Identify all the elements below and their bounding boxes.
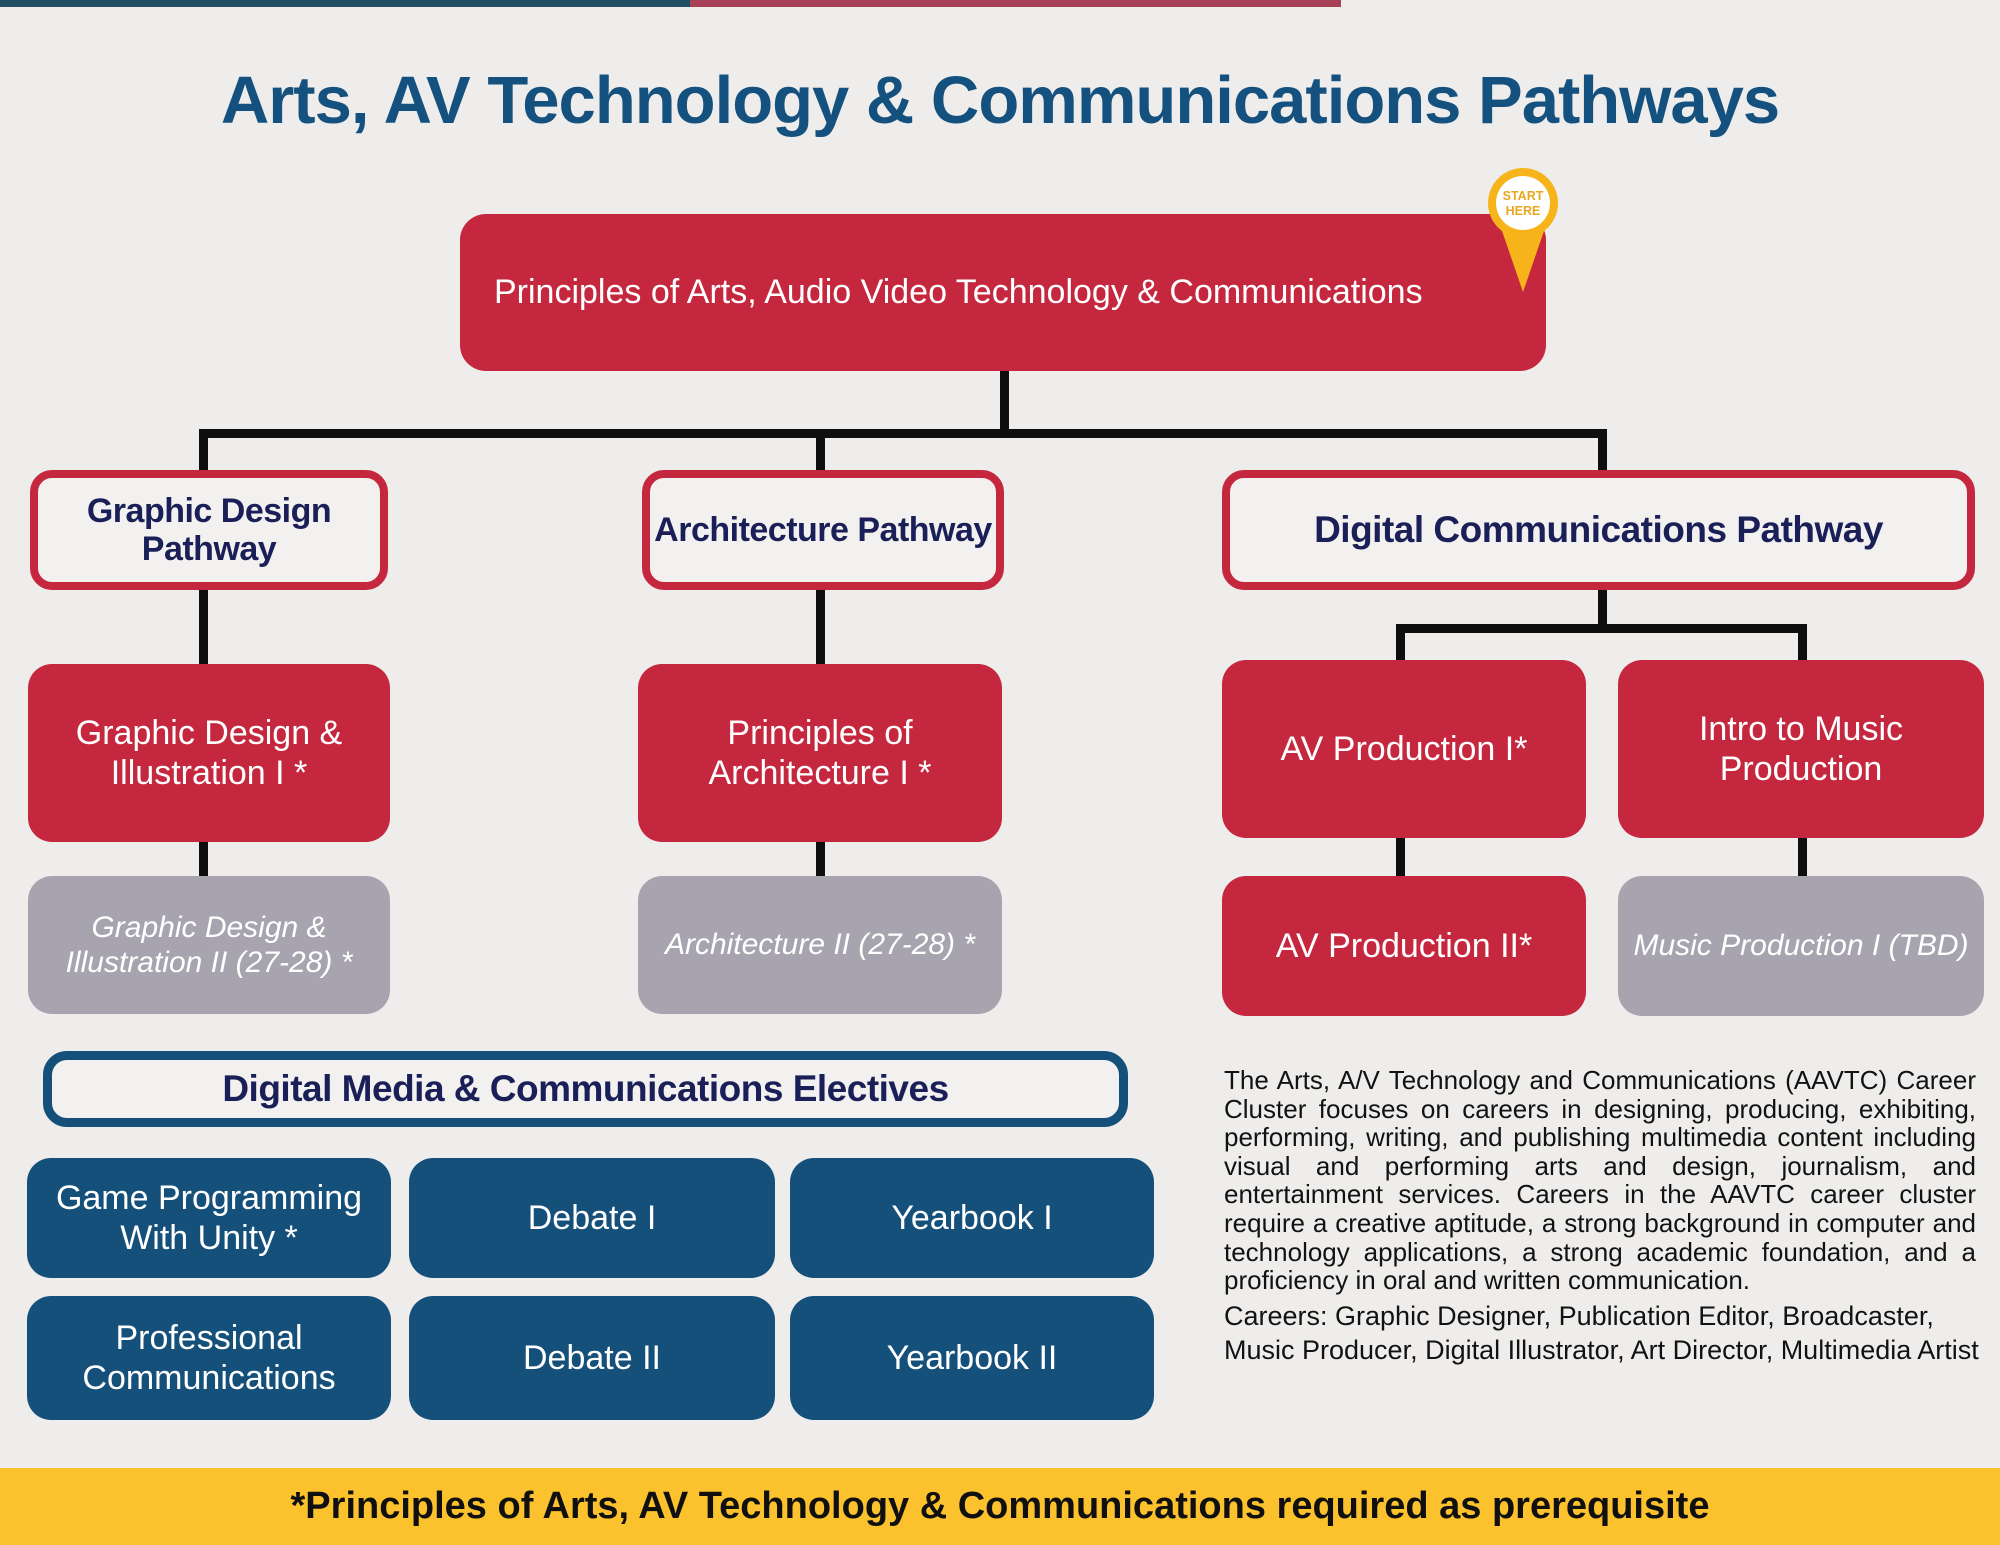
- start-pin-text-line1: START: [1503, 189, 1544, 203]
- elective-label: Yearbook I: [891, 1198, 1053, 1237]
- elective-box-game-programming: Game Programming With Unity *: [27, 1158, 391, 1278]
- elective-box-debate-1: Debate I: [409, 1158, 775, 1278]
- course-box-music-production-1: Music Production I (TBD): [1618, 876, 1984, 1016]
- footer-prerequisite-bar: *Principles of Arts, AV Technology & Com…: [0, 1468, 2000, 1545]
- elective-label: Debate I: [527, 1198, 657, 1237]
- top-strip-right: [690, 0, 1341, 7]
- connector-gd1-to-gd2: [199, 838, 208, 880]
- course-box-architecture-2: Architecture II (27-28) *: [638, 876, 1002, 1014]
- course-box-graphic-design-1: Graphic Design & Illustration I *: [28, 664, 390, 842]
- course-label: AV Production I*: [1280, 729, 1528, 768]
- footer-note: *Principles of Arts, AV Technology & Com…: [290, 1485, 1710, 1527]
- course-label: Principles of Architecture I *: [708, 713, 932, 792]
- elective-box-professional-communications: Professional Communications: [27, 1296, 391, 1420]
- page-title: Arts, AV Technology & Communications Pat…: [220, 63, 1780, 138]
- connector-drop-architecture: [816, 429, 825, 474]
- cluster-description: The Arts, A/V Technology and Communicati…: [1224, 1065, 1976, 1296]
- connector-top-horizontal: [199, 429, 1607, 438]
- elective-label: Debate II: [523, 1338, 661, 1377]
- elective-label: Game Programming With Unity *: [55, 1178, 363, 1257]
- pathway-header-architecture: Architecture Pathway: [642, 470, 1004, 590]
- course-label: Intro to Music Production: [1698, 709, 1904, 788]
- connector-gd-hdr-to-course: [199, 586, 208, 668]
- connector-drop-digital-comm: [1598, 429, 1607, 474]
- careers-line-1: Careers: Graphic Designer, Publication E…: [1224, 1301, 1934, 1331]
- connector-root-stem: [1000, 368, 1009, 433]
- elective-box-yearbook-2: Yearbook II: [790, 1296, 1154, 1420]
- pathway-header-graphic-design: Graphic Design Pathway: [30, 470, 388, 590]
- course-label: Music Production I (TBD): [1633, 929, 1969, 963]
- top-strip-left: [0, 0, 690, 7]
- pathway-header-digital-communications: Digital Communications Pathway: [1222, 470, 1975, 590]
- root-course-label: Principles of Arts, Audio Video Technolo…: [494, 273, 1423, 311]
- electives-header: Digital Media & Communications Electives: [43, 1051, 1128, 1127]
- connector-drop-graphic-design: [199, 429, 208, 474]
- connector-dc-horizontal: [1396, 624, 1807, 633]
- course-label: Architecture II (27-28) *: [664, 928, 976, 962]
- course-label: Graphic Design & Illustration I *: [75, 713, 343, 792]
- elective-label: Professional Communications: [82, 1318, 336, 1397]
- course-box-intro-music-production: Intro to Music Production: [1618, 660, 1984, 838]
- root-course-box: Principles of Arts, Audio Video Technolo…: [460, 214, 1546, 371]
- connector-intro-to-music1: [1798, 834, 1807, 880]
- careers-list: Careers: Graphic Designer, Publication E…: [1224, 1300, 1984, 1368]
- pathway-header-label: Digital Communications Pathway: [1314, 509, 1883, 551]
- connector-drop-music: [1798, 624, 1807, 666]
- start-here-pin-icon: START HERE: [1488, 168, 1558, 292]
- electives-title: Digital Media & Communications Electives: [222, 1068, 949, 1109]
- connector-dc-hdr-stem: [1598, 586, 1607, 633]
- course-label: AV Production II*: [1275, 926, 1533, 965]
- course-label: Graphic Design & Illustration II (27-28)…: [65, 910, 353, 979]
- course-box-av-production-1: AV Production I*: [1222, 660, 1586, 838]
- connector-arch-hdr-to-course: [816, 586, 825, 668]
- course-box-architecture-1: Principles of Architecture I *: [638, 664, 1002, 842]
- pathway-header-label: Graphic Design Pathway: [86, 491, 332, 568]
- elective-box-debate-2: Debate II: [409, 1296, 775, 1420]
- connector-drop-av: [1396, 624, 1405, 666]
- elective-label: Yearbook II: [886, 1338, 1058, 1377]
- course-box-graphic-design-2: Graphic Design & Illustration II (27-28)…: [28, 876, 390, 1014]
- connector-arch1-to-arch2: [816, 838, 825, 880]
- connector-av1-to-av2: [1396, 834, 1405, 880]
- course-box-av-production-2: AV Production II*: [1222, 876, 1586, 1016]
- elective-box-yearbook-1: Yearbook I: [790, 1158, 1154, 1278]
- careers-line-2: Music Producer, Digital Illustrator, Art…: [1224, 1334, 1979, 1365]
- start-pin-text-line2: HERE: [1506, 204, 1541, 218]
- pathway-header-label: Architecture Pathway: [654, 510, 992, 549]
